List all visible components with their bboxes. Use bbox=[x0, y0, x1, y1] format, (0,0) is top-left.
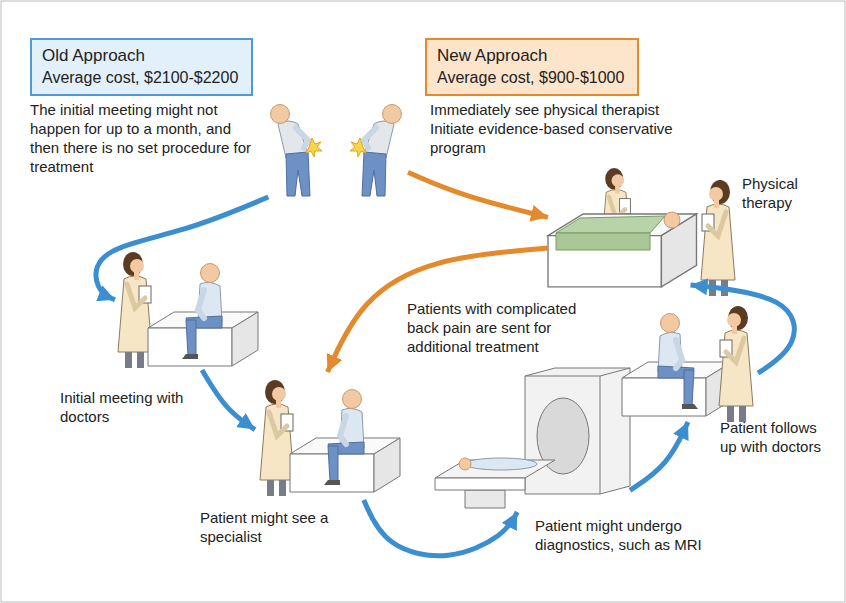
flow-arrow bbox=[202, 370, 255, 430]
lying-patient-part bbox=[556, 216, 665, 233]
step-caption: Physical therapy bbox=[742, 174, 820, 212]
doctor-figure bbox=[719, 306, 753, 422]
back-pain-patient bbox=[350, 105, 402, 197]
edge-label: Patients with complicated back pain are … bbox=[405, 298, 594, 357]
step-figure: Physical therapy bbox=[548, 162, 738, 285]
step-caption: Patient might see a specialist bbox=[200, 508, 340, 546]
step-figure: Patient might undergo diagnostics, such … bbox=[425, 368, 630, 512]
flow-arrow bbox=[691, 285, 795, 373]
step-label: Patient might see a specialist bbox=[200, 508, 340, 546]
mri-scanner-part bbox=[525, 368, 630, 494]
step-label: Patient follows up with doctors bbox=[720, 418, 835, 456]
back-pain-patient bbox=[271, 105, 323, 197]
seated-patient bbox=[182, 264, 222, 360]
mri-scanner bbox=[435, 368, 630, 508]
seated-patient bbox=[658, 314, 698, 410]
step-caption: Patient follows up with doctors bbox=[720, 418, 835, 456]
cost-text: Average cost, $900-$1000 bbox=[437, 67, 624, 88]
step-label: Immediately see physical therapist bbox=[430, 100, 680, 119]
step-figure: The initial meeting might not happen for… bbox=[262, 98, 325, 197]
mri-scanner-part bbox=[525, 368, 630, 494]
doctor-figure bbox=[260, 380, 294, 496]
step-figure: Initial meeting with doctors bbox=[115, 240, 260, 370]
doctor-figure bbox=[701, 180, 735, 296]
step-label: The initial meeting might not happen for… bbox=[30, 100, 256, 176]
step-label: Patient might undergo diagnostics, such … bbox=[535, 516, 720, 554]
step-figure: Immediately see physical therapistInitia… bbox=[340, 98, 408, 197]
flow-arrow bbox=[630, 422, 688, 490]
approach-box: Old ApproachAverage cost, $2100-$2200 bbox=[30, 38, 253, 96]
flow-arrow bbox=[364, 500, 518, 556]
box-heading: New Approach bbox=[437, 45, 548, 67]
step-caption: Immediately see physical therapistInitia… bbox=[430, 100, 680, 157]
lying-patient-part bbox=[556, 233, 650, 250]
step-caption: The initial meeting might not happen for… bbox=[30, 100, 256, 176]
flow-arrow bbox=[408, 172, 548, 217]
step-figure: Patient might see a specialist bbox=[255, 372, 400, 500]
mri-scanner-part bbox=[459, 458, 471, 470]
doctor-figure bbox=[118, 252, 152, 368]
step-label: Initial meeting with doctors bbox=[60, 388, 190, 426]
mri-scanner-part bbox=[465, 490, 505, 508]
step-figure: Patient follows up with doctors bbox=[618, 300, 758, 422]
seated-patient bbox=[324, 390, 364, 486]
step-caption: Patient might undergo diagnostics, such … bbox=[535, 516, 720, 554]
lying-patient-part bbox=[664, 212, 680, 228]
mri-scanner-part bbox=[465, 458, 537, 470]
cost-text: Average cost, $2100-$2200 bbox=[42, 67, 238, 88]
step-label: Physical therapy bbox=[742, 174, 820, 212]
step-caption: Initial meeting with doctors bbox=[60, 388, 190, 426]
step-label: Initiate evidence-based conservative pro… bbox=[430, 119, 680, 157]
lying-patient bbox=[556, 212, 680, 250]
approach-box: New ApproachAverage cost, $900-$1000 bbox=[425, 38, 639, 96]
flow-arrow bbox=[96, 197, 268, 300]
box-heading: Old Approach bbox=[42, 45, 145, 67]
mri-scanner-part bbox=[435, 478, 525, 490]
